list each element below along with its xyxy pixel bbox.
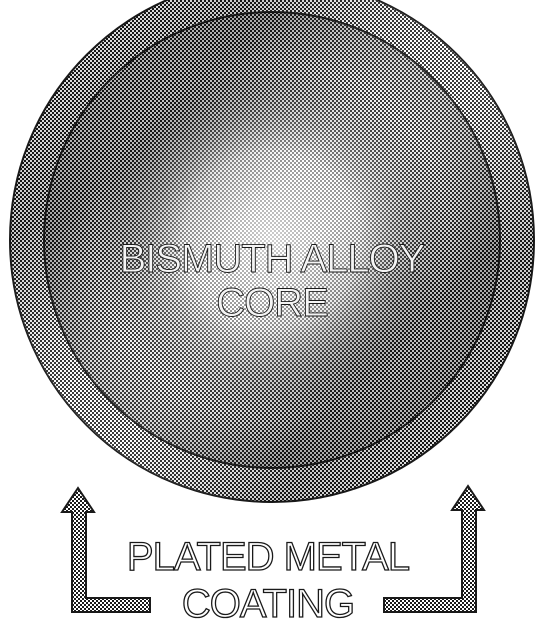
left-arrow-bracket [60,486,151,613]
coating-label-line-2: COATING [182,582,354,626]
coating-label-line-1: PLATED METAL [127,535,409,579]
right-arrow-bracket [383,484,486,613]
core-label-line-2: CORE [216,281,328,325]
bismuth-core [43,11,501,469]
core-label-line-1: BISMUTH ALLOY [120,237,425,281]
